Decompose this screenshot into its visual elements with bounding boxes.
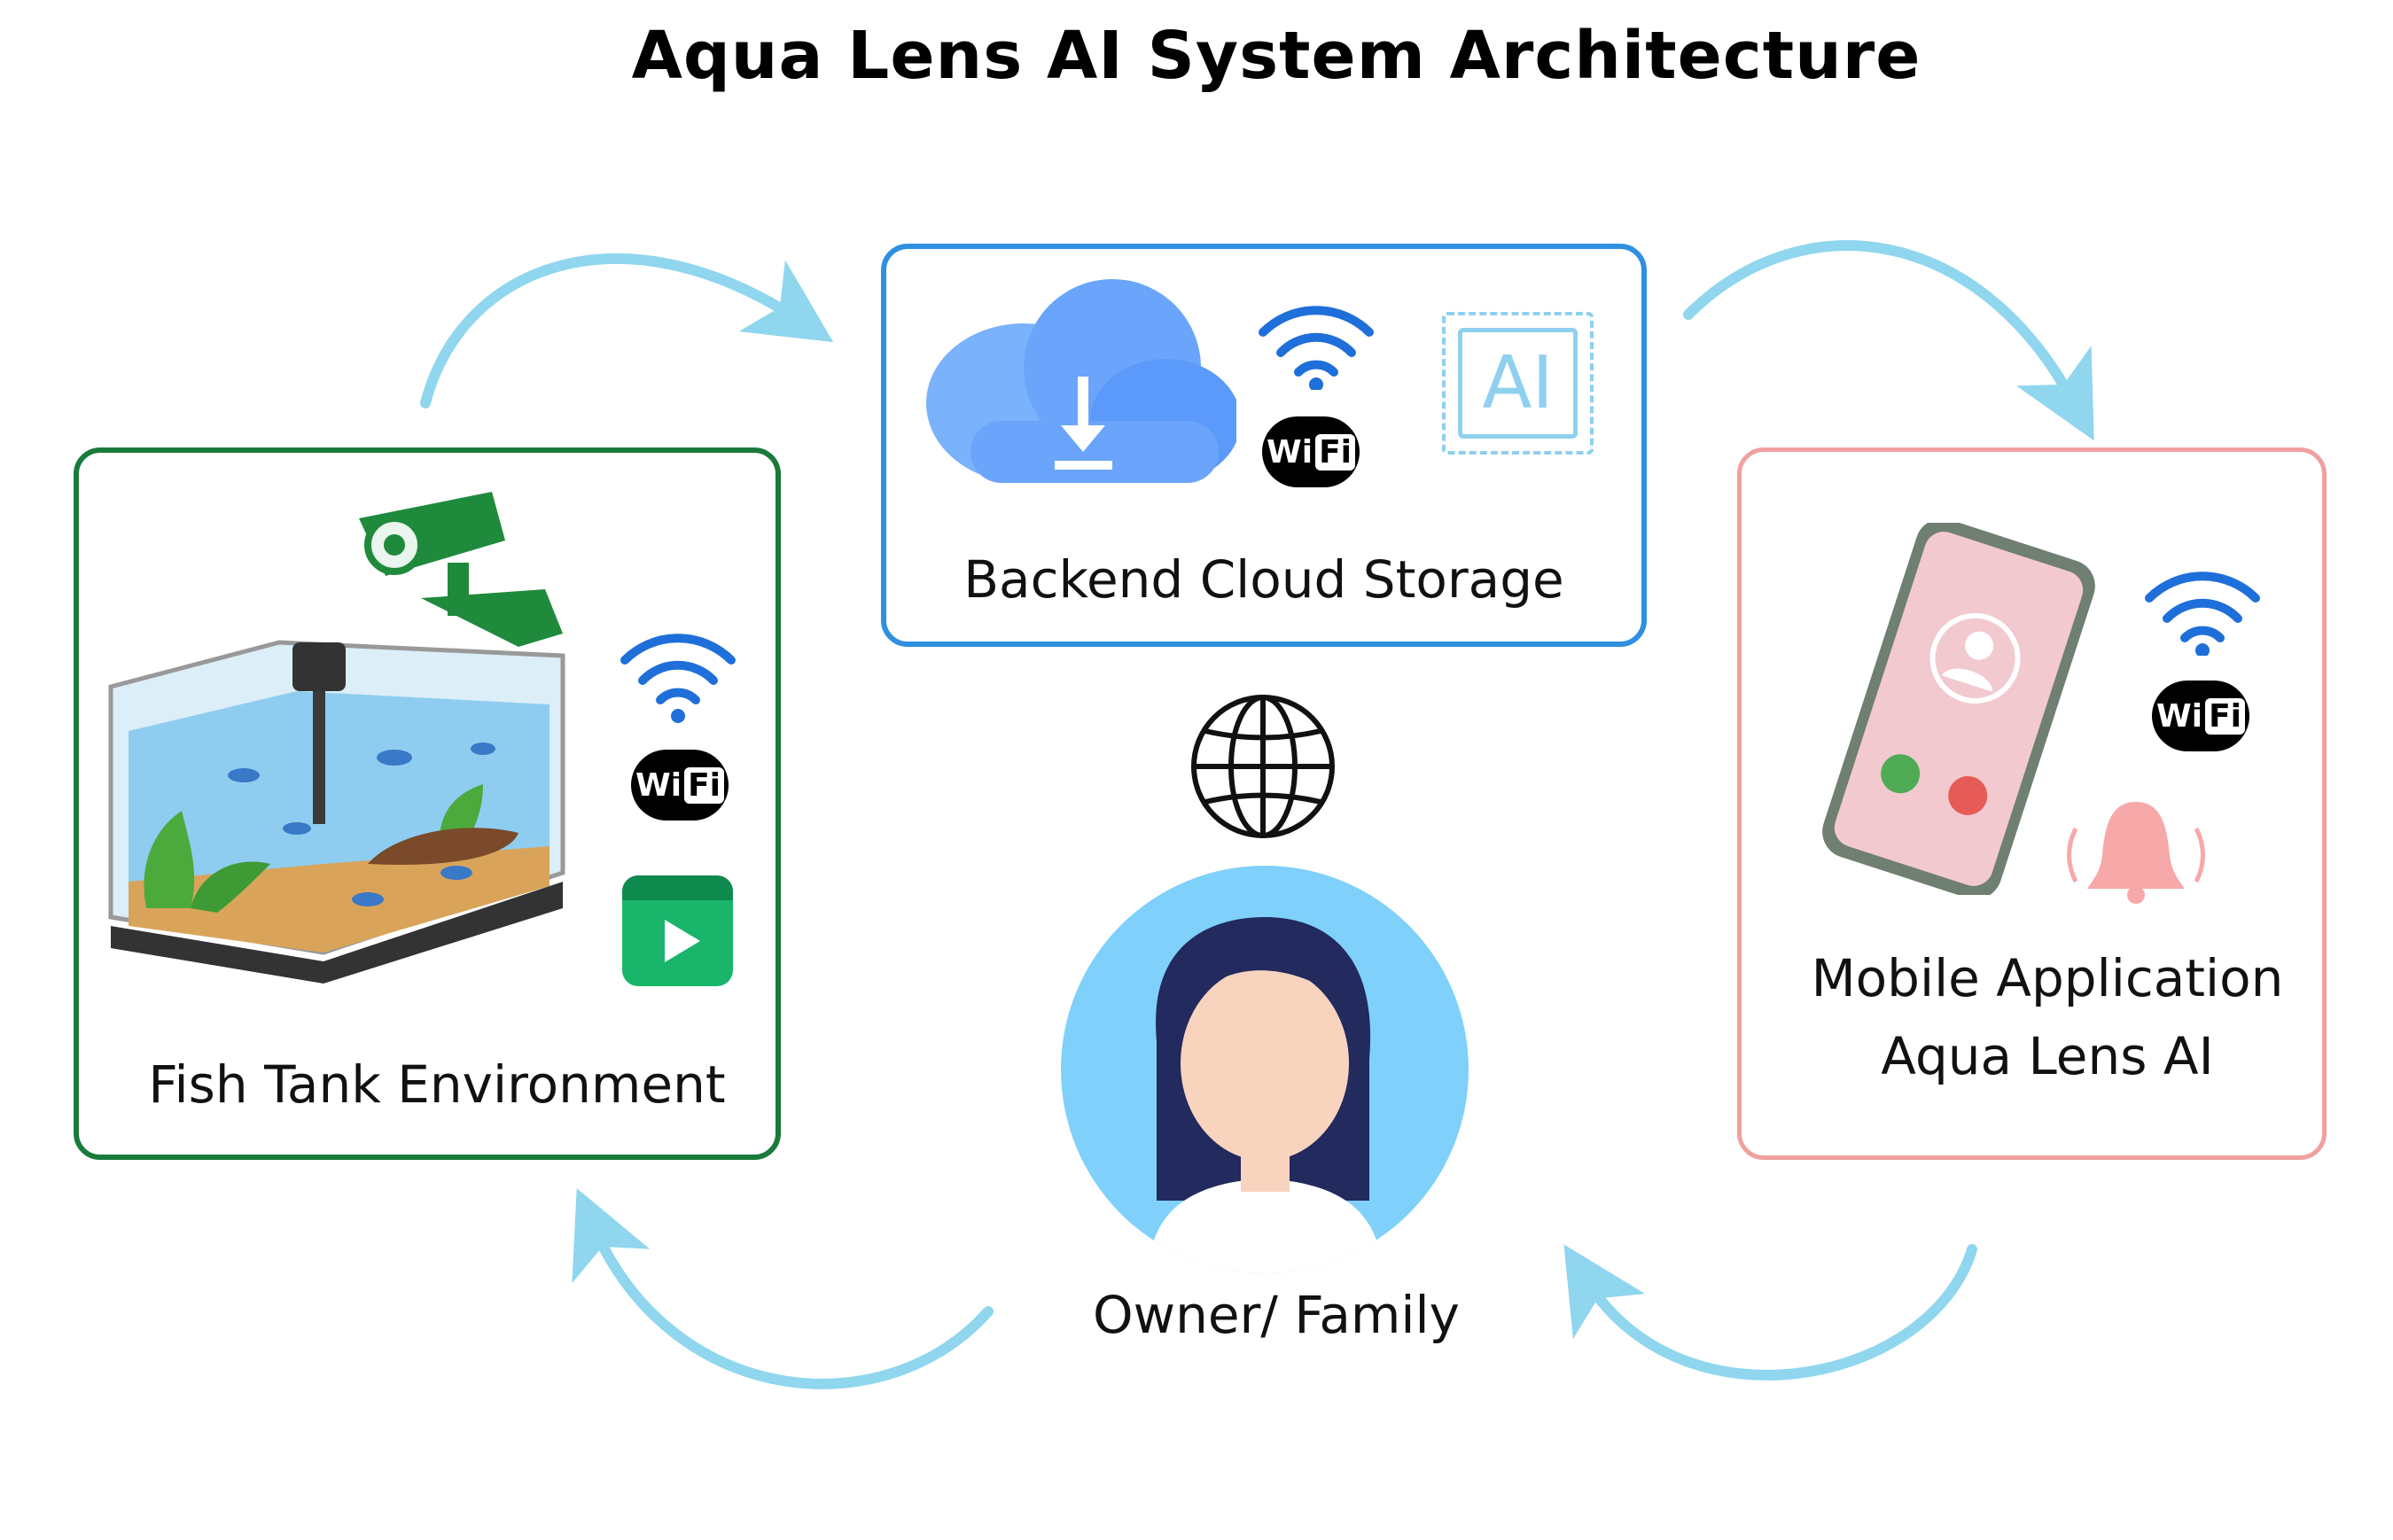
ai-chip-icon: AI (1431, 301, 1604, 465)
arrow-tank-to-cloud (420, 253, 834, 408)
wifi-badge-text-b: Fi (684, 766, 724, 804)
mobile-app-label-line1: Mobile Application (1811, 948, 2284, 1008)
arrow-cloud-to-mobile (1683, 240, 2094, 441)
aquarium-icon (108, 492, 565, 984)
notification-bell-icon (2067, 802, 2205, 904)
diagram-title: Aqua Lens AI System Architecture (631, 18, 1921, 94)
wifi-signal-icon (620, 634, 736, 723)
wifi-badge-icon-mobile: Wi Fi (2152, 681, 2249, 751)
arrow-mobile-to-owner (1563, 1244, 1977, 1381)
wifi-badge-icon: Wi Fi (631, 750, 729, 821)
cloud-storage-label: Backend Cloud Storage (963, 549, 1564, 610)
wifi-badge-text-a: Wi (2156, 697, 2203, 735)
cloud-download-icon (926, 279, 1236, 483)
globe-icon (1191, 695, 1335, 838)
mobile-app-label: Mobile Application Aqua Lens AI (1737, 939, 2358, 1095)
ai-chip-text: AI (1482, 341, 1554, 425)
arrow-owner-to-tank (572, 1188, 994, 1389)
wifi-badge-icon-cloud: Wi Fi (1262, 416, 1360, 487)
security-camera-icon (359, 492, 563, 647)
wifi-badge-text-b: Fi (2205, 697, 2245, 735)
smartphone-icon (1822, 523, 2095, 895)
video-clip-icon (622, 875, 733, 986)
mobile-app-label-line2: Aqua Lens AI (1881, 1026, 2214, 1086)
fish-tank-label: Fish Tank Environment (148, 1054, 726, 1115)
wifi-signal-icon-mobile (2145, 572, 2260, 656)
owner-label: Owner/ Family (1093, 1285, 1460, 1345)
wifi-badge-text-b: Fi (1315, 433, 1355, 471)
wifi-badge-text-a: Wi (1267, 433, 1313, 471)
wifi-badge-text-a: Wi (635, 766, 682, 804)
wifi-signal-icon-cloud (1259, 306, 1374, 390)
owner-avatar (1061, 866, 1469, 1273)
